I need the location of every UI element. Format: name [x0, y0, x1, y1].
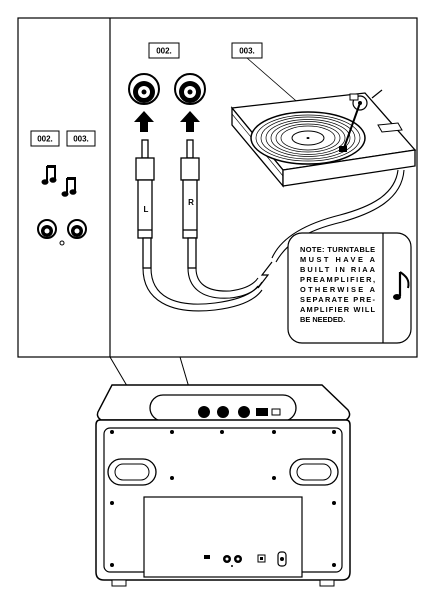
rca-plug-left: [135, 139, 155, 269]
speaker-illustration: [95, 384, 351, 587]
sidebar-label-002: 002.: [30, 130, 60, 147]
svg-text:MUST HAVE A: MUST HAVE A: [300, 255, 376, 264]
svg-text:SEPARATE PRE-: SEPARATE PRE-: [300, 295, 376, 304]
sidebar-rca-jacks-icon: [37, 219, 87, 246]
label-003: 003.: [231, 42, 263, 59]
svg-text:002.: 002.: [37, 135, 53, 144]
record-platter: [250, 111, 366, 165]
music-note-icon: [393, 271, 410, 300]
speaker-knobs: [198, 406, 281, 418]
note-box: [287, 232, 412, 344]
sidebar-label-003: 003.: [66, 130, 96, 147]
speaker-handle-right: [289, 458, 339, 486]
cable-break-icon: [257, 261, 273, 289]
rca-cable: [142, 267, 263, 312]
double-music-note-icon: [41, 165, 77, 197]
rca-jack-left-icon: [128, 73, 160, 105]
tonearm: [339, 89, 383, 152]
plug-right-label: R: [188, 198, 194, 207]
label-002: 002.: [148, 42, 180, 59]
svg-text:BE NEEDED.: BE NEEDED.: [300, 315, 345, 324]
svg-text:003.: 003.: [239, 47, 255, 56]
speaker-handle-left: [107, 458, 157, 486]
svg-text:OTHERWISE A: OTHERWISE A: [300, 285, 376, 294]
plug-left-label: L: [144, 205, 149, 214]
svg-text:NOTE: TURNTABLE: NOTE: TURNTABLE: [300, 245, 375, 254]
arrow-up-right-icon: [180, 111, 200, 132]
arrow-up-left-icon: [134, 111, 154, 132]
rear-connectors: [204, 551, 287, 567]
turntable-illustration: [230, 89, 417, 188]
svg-text:003.: 003.: [73, 135, 89, 144]
rear-panel: [143, 496, 303, 578]
svg-text:AMPLIFIER WILL: AMPLIFIER WILL: [300, 305, 375, 314]
svg-text:002.: 002.: [156, 47, 172, 56]
svg-text:PREAMPLIFIER,: PREAMPLIFIER,: [300, 275, 375, 284]
rca-jack-right-icon: [174, 73, 206, 105]
rca-plug-right: [180, 139, 200, 269]
